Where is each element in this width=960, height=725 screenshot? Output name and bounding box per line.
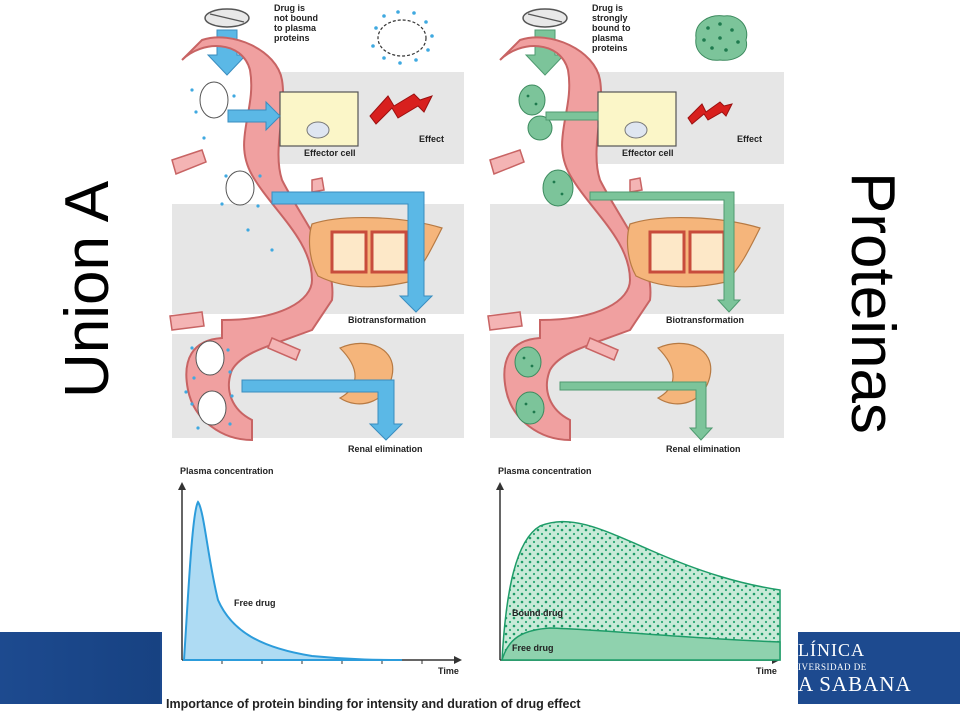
right-arrow-to-kidney <box>559 381 714 441</box>
left-note-line-2: not bound <box>274 13 318 23</box>
right-liver-cell-1 <box>648 230 686 274</box>
right-note-line-1: Drug is <box>592 3 623 13</box>
right-bound-label: Bound drug <box>512 608 563 618</box>
figure-svg: Drug is not bound to plasma proteins <box>162 0 798 720</box>
left-note-line-1: Drug is <box>274 3 305 13</box>
pill-icon <box>522 8 568 28</box>
right-graph-xlabel: Time <box>756 666 777 676</box>
right-panel: Drug is strongly bound to plasma protein… <box>487 3 784 676</box>
caption-background <box>162 686 798 720</box>
pill-icon <box>204 8 250 28</box>
left-effector-cell <box>279 91 359 147</box>
left-renal-label: Renal elimination <box>348 444 423 454</box>
right-graph-yaxis-arrow <box>496 482 504 490</box>
left-graph-xlabel: Time <box>438 666 459 676</box>
right-renal-label: Renal elimination <box>666 444 741 454</box>
left-effect-icon <box>369 93 433 125</box>
right-effect-icon <box>687 101 733 125</box>
left-blood-vessel <box>169 36 334 442</box>
right-note-line-4: plasma <box>592 33 624 43</box>
title-right: Proteinas <box>838 172 907 434</box>
right-free-label: Free drug <box>512 643 554 653</box>
right-liver-cell-2 <box>688 230 726 274</box>
protein-binding-figure: Drug is not bound to plasma proteins <box>162 0 798 720</box>
university-logo: LÍNICA IVERSIDAD DE A SABANA <box>798 640 912 697</box>
left-biotrans-label: Biotransformation <box>348 315 426 325</box>
left-graph-xaxis-arrow <box>454 656 462 664</box>
right-note-line-2: strongly <box>592 13 628 23</box>
left-effect-label: Effect <box>419 134 444 144</box>
left-liver-cell-1 <box>330 230 368 274</box>
left-panel: Drug is not bound to plasma proteins <box>169 3 464 676</box>
left-arrow-to-liver <box>271 191 434 313</box>
left-note: Drug is not bound to plasma proteins <box>274 3 318 43</box>
logo-line-3: A SABANA <box>798 672 912 696</box>
right-graph-ylabel: Plasma concentration <box>498 466 592 476</box>
right-biotrans-label: Biotransformation <box>666 315 744 325</box>
right-note: Drug is strongly bound to plasma protein… <box>592 3 631 53</box>
unbound-protein-icon <box>371 10 434 65</box>
left-free-drug-curve <box>182 500 403 661</box>
left-graph-yaxis-arrow <box>178 482 186 490</box>
figure-caption: Importance of protein binding for intens… <box>166 697 581 711</box>
footer-accent <box>0 632 160 704</box>
right-note-line-3: bound to <box>592 23 631 33</box>
left-liver-cell-2 <box>370 230 408 274</box>
left-graph-ylabel: Plasma concentration <box>180 466 274 476</box>
right-blood-vessel <box>487 36 652 442</box>
left-cell-nucleus <box>306 121 330 139</box>
right-note-line-5: proteins <box>592 43 628 53</box>
left-note-line-4: proteins <box>274 33 310 43</box>
left-curve-label: Free drug <box>234 598 276 608</box>
right-effect-label: Effect <box>737 134 762 144</box>
right-arrow-to-liver <box>589 191 742 313</box>
right-line-to-cell <box>545 111 599 121</box>
title-left: Union A <box>53 180 122 398</box>
left-note-line-3: to plasma <box>274 23 317 33</box>
right-free-drug-area <box>500 627 781 661</box>
right-bound-drug-area <box>501 520 781 661</box>
right-effector-label: Effector cell <box>622 148 674 158</box>
left-arrow-to-kidney <box>241 379 404 441</box>
right-graph: Plasma concentration Bound drug Free dru… <box>496 466 781 676</box>
right-cell-nucleus <box>624 121 648 139</box>
left-arrow-to-cell <box>227 100 281 132</box>
left-effector-label: Effector cell <box>304 148 356 158</box>
logo-line-2: IVERSIDAD DE <box>798 662 867 672</box>
left-graph: Plasma concentration Free drug Time <box>178 466 462 676</box>
logo-line-1: LÍNICA <box>798 640 865 660</box>
bound-protein-icon <box>695 15 748 61</box>
